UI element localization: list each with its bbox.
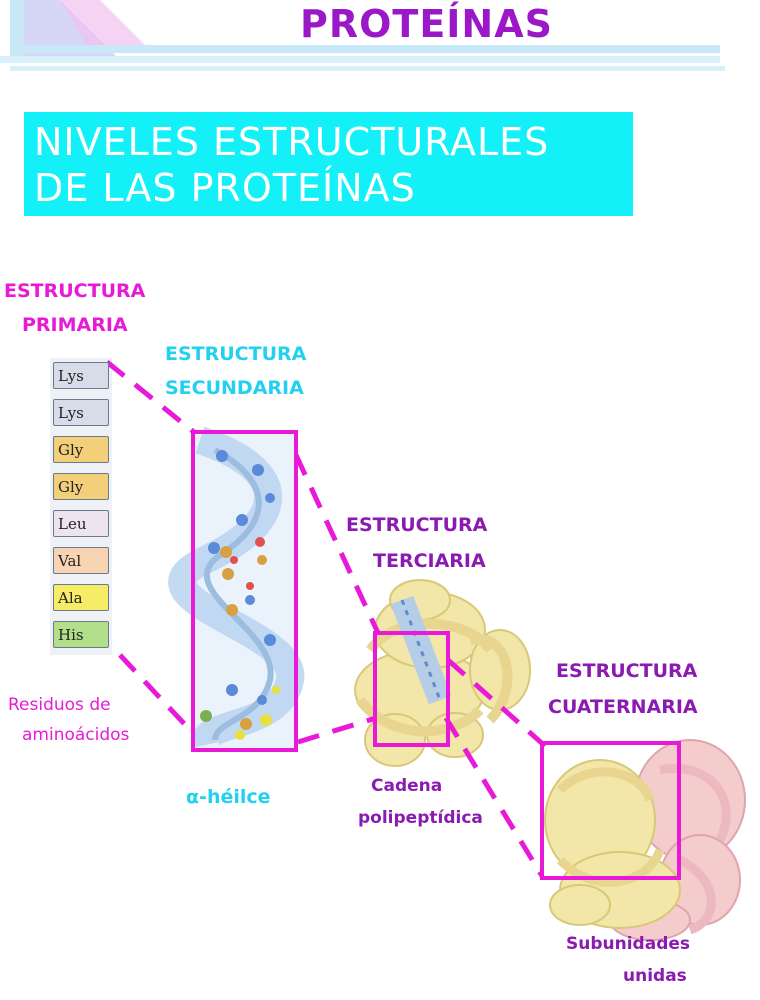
- chain-highlight-box: [373, 631, 450, 747]
- residue-lys: Lys: [53, 362, 109, 389]
- helix-highlight-box: [191, 430, 298, 752]
- residue-lys: Lys: [53, 399, 109, 426]
- tertiary-structure-illustration: [354, 579, 531, 767]
- residue-gly: Gly: [53, 436, 109, 463]
- primary-structure-label-1: ESTRUCTURA: [4, 280, 146, 302]
- helix-caption: α-héilce: [186, 786, 271, 808]
- alpha-helix-illustration: [168, 426, 305, 750]
- residue-his: His: [53, 621, 109, 648]
- quaternary-structure-illustration: [544, 739, 746, 941]
- residue-leu: Leu: [53, 510, 109, 537]
- connector-lines: [105, 360, 547, 878]
- section-banner: NIVELES ESTRUCTURALES DE LAS PROTEÍNAS: [24, 112, 633, 216]
- residue-gly: Gly: [53, 473, 109, 500]
- quaternary-structure-label-2: CUATERNARIA: [548, 696, 698, 718]
- quaternary-structure-label-1: ESTRUCTURA: [556, 660, 698, 682]
- subunits-caption-1: Subunidades: [566, 934, 691, 954]
- secondary-structure-label-1: ESTRUCTURA: [165, 343, 307, 365]
- subunits-caption-2: unidas: [623, 966, 687, 986]
- tertiary-structure-label-1: ESTRUCTURA: [346, 514, 488, 536]
- header-decoration: [0, 0, 725, 71]
- residues-caption-2: aminoácidos: [22, 725, 130, 745]
- chain-caption-2: polipeptídica: [358, 808, 483, 828]
- page-title: PROTEÍNAS: [300, 2, 554, 46]
- residue-val: Val: [53, 547, 109, 574]
- residue-ala: Ala: [53, 584, 109, 611]
- primary-structure-label-2: PRIMARIA: [22, 314, 128, 336]
- chain-caption-1: Cadena: [371, 776, 443, 796]
- banner-line-2: DE LAS PROTEÍNAS: [34, 166, 416, 210]
- secondary-structure-label-2: SECUNDARIA: [165, 377, 304, 399]
- residues-caption-1: Residuos de: [8, 695, 111, 715]
- tertiary-structure-label-2: TERCIARIA: [373, 550, 486, 572]
- subunit-highlight-box: [540, 741, 681, 880]
- banner-line-1: NIVELES ESTRUCTURALES: [34, 120, 550, 164]
